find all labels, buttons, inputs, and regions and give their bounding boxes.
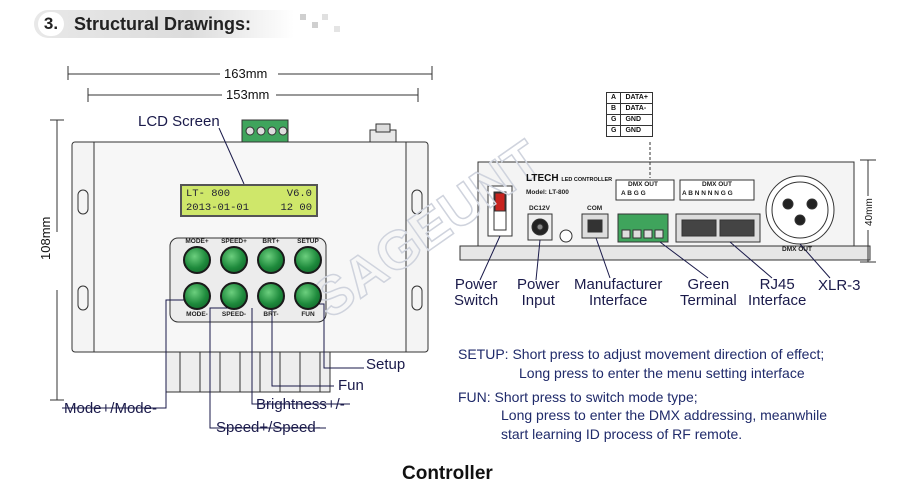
- brand-name: LTECH: [526, 173, 559, 184]
- mode-minus-label: MODE-: [186, 311, 208, 318]
- fun-callout: Fun: [338, 377, 364, 394]
- green-terminal-line1: Green: [687, 276, 730, 293]
- brand-label: LTECH LED CONTROLLER: [526, 173, 612, 184]
- brand-sub: LED CONTROLLER: [561, 177, 613, 183]
- setup-note-line1: SETUP: Short press to adjust movement di…: [458, 346, 825, 362]
- header-pixel: [300, 14, 306, 20]
- green-terminal-line2: Terminal: [680, 292, 737, 309]
- fun-label: FUN: [301, 311, 315, 318]
- mode-callout: Mode+/Mode-: [64, 400, 157, 417]
- speed-plus-button[interactable]: [220, 246, 248, 274]
- header-pixel: [312, 22, 318, 28]
- lcd-line1-right: V6.0: [286, 188, 312, 200]
- lcd-screen: LT- 800 V6.0 2013-01-01 12 00: [180, 184, 318, 217]
- setup-button[interactable]: [294, 246, 322, 274]
- header-pixel: [322, 14, 328, 20]
- com-label: COM: [587, 205, 603, 212]
- fun-button[interactable]: [294, 282, 322, 310]
- lcd-screen-label: LCD Screen: [138, 113, 220, 130]
- manufacturer-line1: Manufacturer: [574, 276, 663, 293]
- header-background: [34, 10, 294, 38]
- dmx-rj-label: DMX OUT: [702, 181, 732, 188]
- rj-pins: A B N N N N G G: [682, 190, 733, 197]
- pin-cell: G: [605, 114, 622, 126]
- signal-cell: DATA+: [620, 92, 653, 104]
- manufacturer-line2: Interface: [589, 292, 648, 309]
- setup-label: SETUP: [297, 238, 319, 245]
- pin-cell: A: [605, 92, 622, 104]
- mode-plus-label: MODE+: [185, 238, 209, 245]
- fun-note-line2: Long press to enter the DMX addressing, …: [501, 407, 828, 423]
- speed-plus-label: SPEED+: [221, 238, 247, 245]
- rj45-line2: Interface: [748, 292, 807, 309]
- setup-note-line2: Long press to enter the menu setting int…: [519, 365, 805, 381]
- brt-plus-label: BRT+: [262, 238, 280, 245]
- power-switch-line2: Switch: [454, 292, 499, 309]
- signal-cell: GND: [620, 125, 653, 137]
- header-pixel: [334, 26, 340, 32]
- caption: Controller: [402, 463, 493, 484]
- rj45-line1: RJ45: [759, 276, 795, 293]
- speed-callout: Speed+/Speed-: [216, 419, 321, 436]
- section-number: 3.: [38, 12, 64, 36]
- mode-plus-button[interactable]: [183, 246, 211, 274]
- mode-minus-button[interactable]: [183, 282, 211, 310]
- width-inner-label: 153mm: [226, 87, 270, 102]
- model-label: Model: LT-800: [526, 189, 569, 196]
- section-header: 3. Structural Drawings:: [34, 8, 354, 38]
- dmx-small-label: DMX OUT: [628, 181, 658, 188]
- speed-minus-button[interactable]: [220, 282, 248, 310]
- back-height-label: 40mm: [864, 198, 875, 226]
- fun-note-line1: FUN: Short press to switch mode type;: [458, 389, 698, 405]
- brt-minus-button[interactable]: [257, 282, 285, 310]
- speed-minus-label: SPEED-: [221, 311, 247, 318]
- fun-note-line3: start learning ID process of RF remote.: [501, 426, 743, 442]
- brt-plus-button[interactable]: [257, 246, 285, 274]
- xlr-callout: XLR-3: [818, 277, 861, 294]
- signal-cell: DATA-: [620, 103, 653, 115]
- xlr-small-label: DMX OUT: [782, 246, 812, 253]
- setup-callout: Setup: [366, 356, 406, 373]
- pin-cell: G: [605, 125, 622, 137]
- lcd-line1-left: LT- 800: [186, 188, 231, 200]
- lcd-line2-left: 2013-01-01: [186, 202, 250, 214]
- signal-cell: GND: [620, 114, 653, 126]
- power-switch-line1: Power: [454, 276, 498, 293]
- lcd-line2-right: 12 00: [280, 202, 312, 214]
- section-title: Structural Drawings:: [74, 14, 252, 34]
- power-input-line1: Power: [517, 276, 560, 293]
- pin-cell: B: [605, 103, 622, 115]
- brightness-callout: Brightness+/-: [256, 396, 345, 413]
- dc-label: DC12V: [529, 205, 550, 212]
- brt-minus-label: BRT-: [263, 311, 279, 318]
- width-outer-label: 163mm: [224, 66, 268, 81]
- power-input-line2: Input: [521, 292, 555, 309]
- dmx-small-pins: A B G G: [621, 190, 646, 197]
- height-label: 108mm: [38, 216, 53, 260]
